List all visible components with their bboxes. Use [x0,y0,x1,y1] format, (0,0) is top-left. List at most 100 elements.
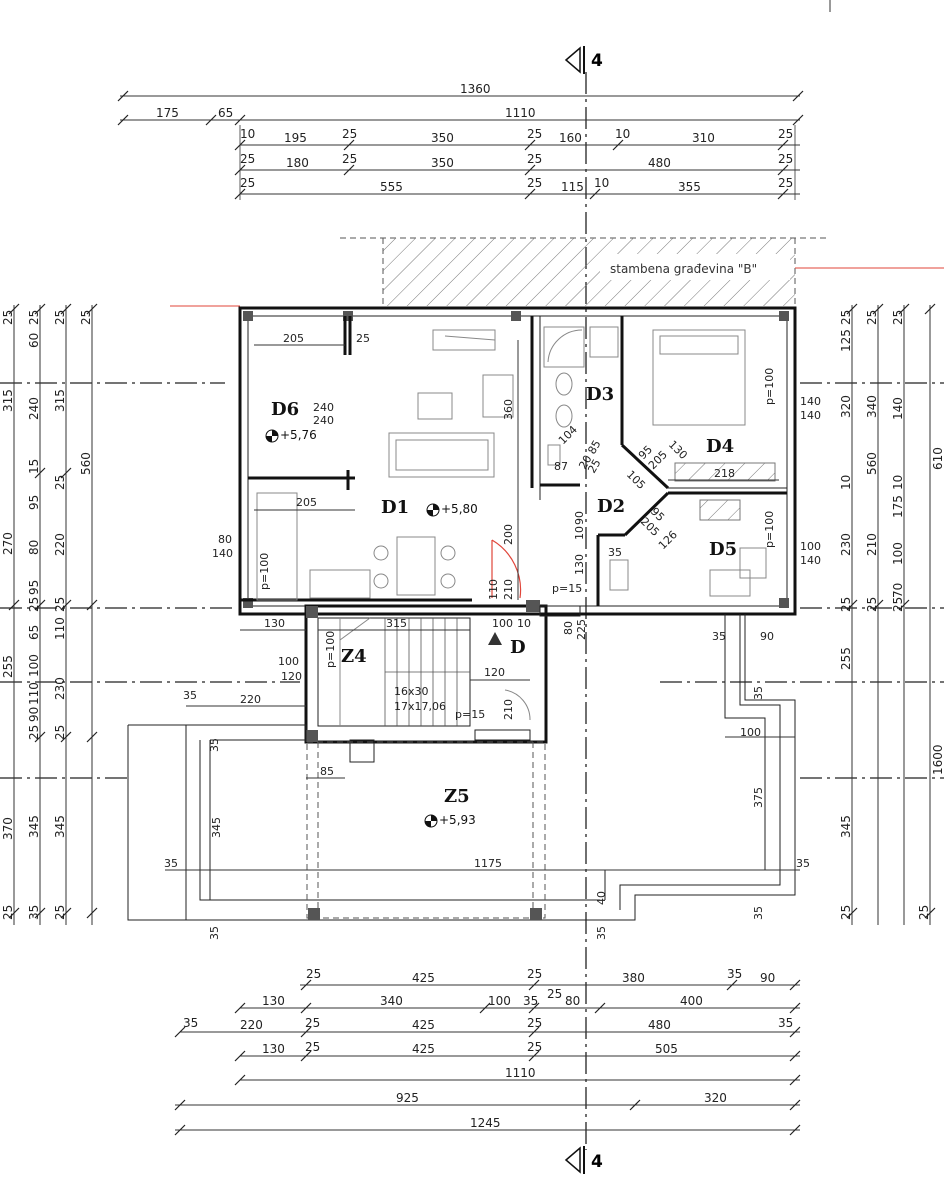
dim-left-c2-35: 35 [27,905,41,920]
dim-z5-35a: 35 [183,689,197,702]
dim-z5-35f: 35 [208,926,221,940]
dim-right-c2-560: 560 [865,452,879,475]
dim-d1-80: 80 [218,533,232,546]
dim-top-r5-25a: 25 [240,176,255,190]
dim-top-r5-25c: 25 [778,176,793,190]
dim-right-c1-320: 320 [839,395,853,418]
dim-d1-205: 205 [296,496,317,509]
stair-area [304,600,581,763]
dim-right-c1-255: 255 [839,647,853,670]
dim-top-r3-25a: 25 [342,127,357,141]
dim-bot-r1-35: 35 [727,967,742,981]
dim-top-r5-555: 555 [380,180,403,194]
section-marker-top-label: 4 [591,51,603,71]
dim-d5-100: 100 [800,540,821,553]
room-z4-label: Z4 [341,646,367,667]
dim-top-r3-25c: 25 [778,127,793,141]
dim-right-c1-25c: 25 [839,905,853,920]
dim-z5-35i: 35 [752,906,765,920]
dim-bot-r2-400: 400 [680,994,703,1008]
dim-right-c1-25b: 25 [839,597,853,612]
dim-bot-r2-130: 130 [262,994,285,1008]
dim-z5-90: 90 [760,630,774,643]
dim-top-1360: 1360 [460,82,491,96]
dim-top-r3-195: 195 [284,131,307,145]
dim-bot-r4-25a: 25 [305,1040,320,1054]
top-dimension-lines: 1360 175 65 1110 10 195 25 350 25 160 10… [117,82,804,200]
dim-right-c3-140: 140 [891,397,905,420]
dim-top-r3-350: 350 [431,131,454,145]
dim-d1-p100: p=100 [258,553,271,590]
dim-z4-130: 130 [264,617,285,630]
dim-d1-110: 110 [487,579,500,600]
room-d3-label: D3 [586,384,614,405]
dim-left-c1-270: 270 [1,532,15,555]
dim-top-r3-10b: 10 [615,127,630,141]
interior-dimensions: 205 25 240 240 205 80 140 p=100 360 200 … [164,332,821,940]
dim-d1-200: 200 [502,524,515,545]
terrace-z5 [127,614,796,921]
dim-d3-25: 25 [585,457,603,476]
dim-left-c3-25e: 25 [53,905,67,920]
dim-d6-240b: 240 [313,414,334,427]
dim-z4-315: 315 [386,617,407,630]
dim-d5-p100: p=100 [763,511,776,548]
section-marker-bottom-label: 4 [591,1152,603,1172]
dim-left-c2-25c: 25 [27,725,41,740]
dim-right-c3-25b: 25 [891,597,905,612]
room-z5-label: Z5 [444,786,470,807]
dim-bot-r1-90: 90 [760,971,775,985]
dim-right-c3-70: 70 [891,583,905,598]
neighbor-building: stambena građevina "B" [170,237,944,307]
bottom-dimension-lines: 25 425 25 380 35 90 130 340 100 35 25 80… [174,967,801,1136]
dim-top-r4-480: 480 [648,156,671,170]
dim-d6-240a: 240 [313,401,334,414]
dim-left-c3-25c: 25 [53,597,67,612]
dim-z5-35h: 35 [752,686,765,700]
right-dimension-lines: 25 125 320 10 230 25 255 345 25 25 340 5… [839,303,944,925]
dim-d3-20: 20 [576,453,594,472]
room-d4-label: D4 [706,436,734,457]
room-d1-label: D1 [381,497,409,518]
dim-d1-360: 360 [502,399,515,420]
neighbor-building-label: stambena građevina "B" [610,262,757,276]
dim-right-c3-100: 100 [891,542,905,565]
dim-left-c3-315: 315 [53,389,67,412]
dim-right-c3-25: 25 [891,310,905,325]
room-labels: D6 +5,76 D1 +5,80 D3 D4 D2 D5 Z4 D Z5 +5… [265,384,737,828]
dim-left-c2-65: 65 [27,625,41,640]
furniture-d1 [256,329,522,601]
furniture-d4 [652,329,776,482]
dim-left-c1-25: 25 [1,310,15,325]
dim-left-c3-230: 230 [53,677,67,700]
dim-d1-210: 210 [502,579,515,600]
dim-bot-r4-130: 130 [262,1042,285,1056]
dim-z5-220: 220 [240,693,261,706]
dim-z4-p15: p=15 [455,708,485,721]
dim-right-c1-345: 345 [839,815,853,838]
dim-left-c1-255: 255 [1,655,15,678]
dim-top-r3-310: 310 [692,131,715,145]
dim-left-c3-220: 220 [53,533,67,556]
dim-d6-25: 25 [356,332,370,345]
dim-left-c2-95a: 95 [27,495,41,510]
dim-z4-120: 120 [484,666,505,679]
dim-left-c3-110: 110 [53,617,67,640]
dim-left-c2-25: 25 [27,310,41,325]
dim-d4-105: 105 [624,468,648,492]
dim-right-c1-10: 10 [839,475,853,490]
dim-z5-35g: 35 [712,630,726,643]
dim-d3-87: 87 [554,460,568,473]
dim-bot-r6-925: 925 [396,1091,419,1105]
dim-right-c3-175: 175 [891,495,905,518]
dim-z5-35b: 35 [208,738,221,752]
dim-top-r3-10: 10 [240,127,255,141]
furniture-d5 [609,499,767,597]
dim-top-r4-25c: 25 [527,152,542,166]
dim-d1-p15: p=15 [552,582,582,595]
dim-z4-100: 100 [492,617,513,630]
furniture-d3 [543,326,619,466]
dim-left-c2-110: 110 [27,682,41,705]
room-d1-level: +5,80 [441,502,478,516]
dim-top-r5-10: 10 [594,176,609,190]
